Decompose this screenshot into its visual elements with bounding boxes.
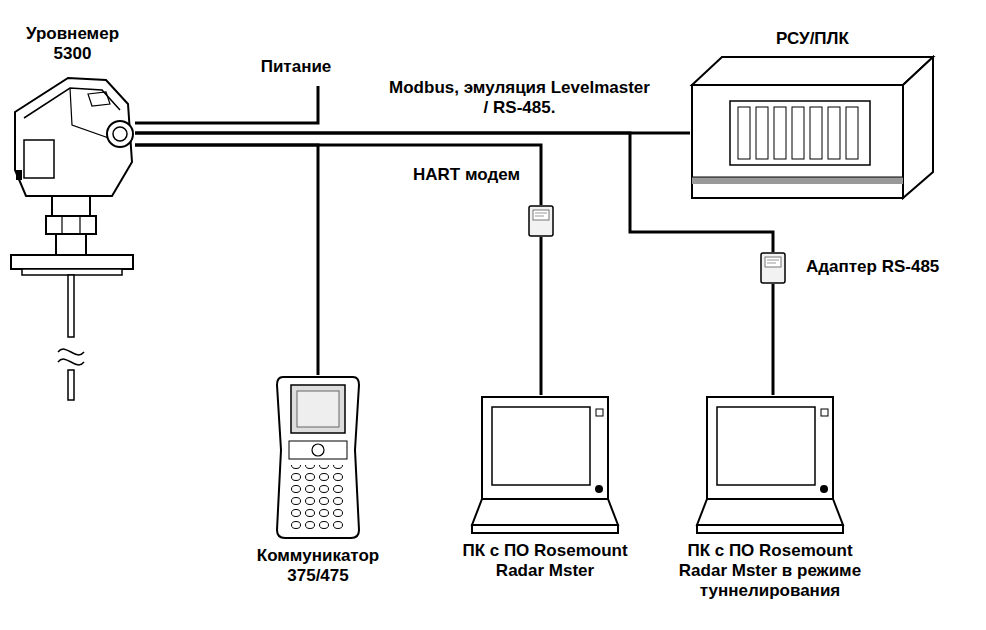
path-shape [88, 92, 110, 106]
rect-shape [846, 107, 858, 159]
circle-shape [595, 485, 603, 493]
rect-shape [297, 391, 339, 427]
path-shape [58, 359, 84, 365]
node-label: Уровнемер 5300 [13, 24, 133, 64]
pc-node: ПК с ПО Rosemount Radar Mster в режиме т… [695, 395, 845, 535]
signal-wire [540, 237, 543, 395]
node-label: РСУ/ПЛК [703, 29, 923, 49]
node-label: ПК с ПО Rosemount Radar Mster в режиме т… [664, 541, 876, 601]
rect-shape [24, 140, 54, 178]
node-label: HART модем [413, 165, 520, 185]
polygon-shape [472, 499, 618, 525]
rect-shape [774, 107, 786, 159]
rs485-adapter-node: Адаптер RS-485 [760, 252, 786, 284]
circle-shape [312, 444, 324, 456]
path-shape [24, 88, 120, 118]
rect-shape [11, 255, 133, 269]
rect-shape [46, 216, 96, 234]
path-shape [15, 78, 132, 196]
rect-shape [692, 85, 903, 198]
rect-shape [596, 409, 603, 416]
circle-shape [113, 127, 127, 141]
circle-shape [107, 121, 133, 147]
laptop-illustration [470, 395, 620, 535]
rs485-adapter-icon [760, 252, 786, 284]
rect-shape [16, 170, 22, 180]
path-shape [58, 349, 84, 355]
path-shape [277, 377, 359, 538]
rect-shape [730, 101, 870, 165]
node-label: Адаптер RS-485 [806, 257, 939, 277]
line-shape [767, 263, 776, 264]
line-shape [692, 177, 903, 178]
rect-shape [533, 210, 549, 220]
rect-shape [756, 107, 768, 159]
laptop-illustration [695, 395, 845, 535]
rect-shape [472, 525, 618, 533]
rect-shape [697, 525, 843, 533]
communicator-node: Коммуникатор 375/475 [275, 375, 361, 540]
level-meter-illustration [10, 70, 135, 400]
rect-shape [707, 397, 833, 499]
circle-shape [820, 485, 828, 493]
rect-shape [68, 370, 74, 400]
rect-shape [828, 107, 840, 159]
rect-shape [717, 407, 815, 485]
plc-node: РСУ/ПЛК [690, 55, 935, 200]
rect-shape [810, 107, 822, 159]
signal-wire [135, 145, 541, 205]
level-meter-node: Уровнемер 5300 [10, 70, 135, 400]
handheld-communicator-illustration [275, 375, 361, 540]
rect-shape [761, 253, 785, 283]
signal-wire [772, 284, 775, 395]
rect-shape [22, 269, 122, 275]
line-shape [61, 216, 62, 234]
rect-shape [482, 397, 608, 499]
plc-cabinet-illustration [690, 55, 935, 200]
signal-wire [135, 133, 773, 252]
rect-shape [68, 275, 74, 337]
hart-modem-icon [528, 205, 554, 237]
line-shape [535, 213, 547, 214]
bus-label: Modbus, эмуляция Levelmaster / RS-485. [385, 78, 654, 118]
rect-shape [56, 234, 86, 255]
line-shape [767, 260, 779, 261]
rect-shape [765, 257, 781, 267]
line-shape [79, 216, 80, 234]
pc-node: ПК с ПО Rosemount Radar Mster [470, 395, 620, 535]
node-label: Коммуникатор 375/475 [238, 546, 398, 586]
polygon-shape [697, 499, 843, 525]
node-label: ПК с ПО Rosemount Radar Mster [439, 541, 651, 581]
rect-shape [529, 206, 553, 236]
rack-slots [738, 107, 858, 159]
rect-shape [738, 107, 750, 159]
rect-shape [821, 409, 828, 416]
rect-shape [291, 385, 345, 433]
rect-shape [492, 407, 590, 485]
polyline-shape [135, 86, 318, 123]
signal-wire [135, 145, 318, 375]
rect-shape [792, 107, 804, 159]
polygon-shape [903, 57, 933, 198]
rect-shape [290, 465, 346, 531]
rect-shape [52, 196, 90, 216]
hart-modem-node: HART модем [528, 205, 554, 237]
rect-shape [692, 177, 903, 184]
power-label: Питание [243, 57, 349, 77]
polygon-shape [692, 57, 933, 85]
rect-shape [289, 441, 347, 459]
line-shape [535, 216, 544, 217]
